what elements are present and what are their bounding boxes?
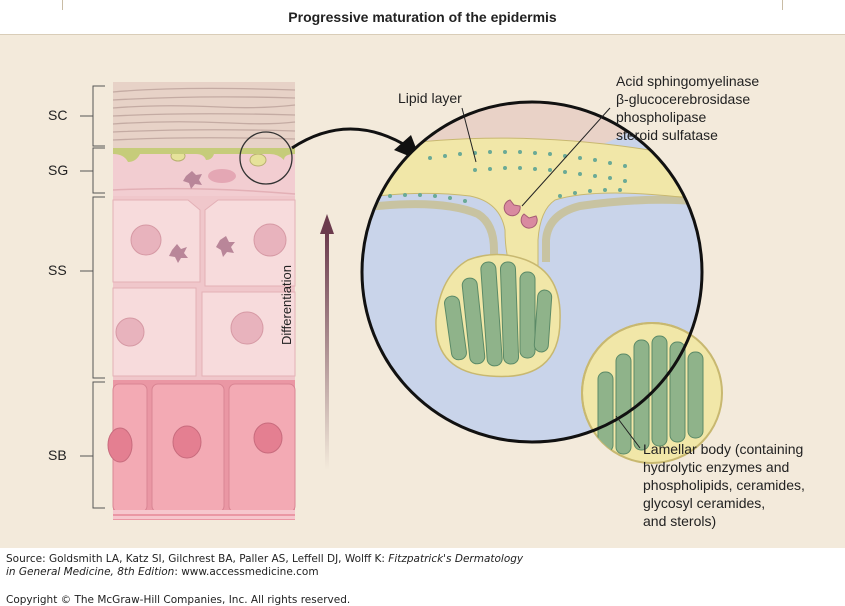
lamellar-line: hydrolytic enzymes and bbox=[643, 459, 790, 475]
source-edition: in General Medicine, 8th Edition bbox=[6, 566, 175, 578]
arrowhead bbox=[320, 214, 334, 234]
title-tick bbox=[782, 0, 783, 10]
title-bar: Progressive maturation of the epidermis bbox=[0, 0, 845, 35]
epidermis-column bbox=[107, 82, 296, 520]
lipid-interface bbox=[113, 146, 295, 162]
source-line-2: in General Medicine, 8th Edition: www.ac… bbox=[6, 566, 319, 578]
differentiation-label: Differentiation bbox=[279, 265, 294, 345]
leader-lines bbox=[461, 107, 641, 449]
enzyme-label: β-glucocerebrosidase bbox=[616, 91, 751, 107]
enzyme bbox=[503, 199, 521, 217]
figure-panel: Progressive maturation of the epidermis bbox=[0, 0, 845, 548]
layer-label-ss: SS bbox=[48, 262, 67, 278]
magnified-circle-outline bbox=[360, 100, 704, 444]
enzyme-list: Acid sphingomyelinase β-glucocerebrosida… bbox=[616, 72, 759, 144]
lamellar-line: glycosyl ceramides, bbox=[643, 495, 766, 511]
copyright: Copyright © The McGraw-Hill Companies, I… bbox=[6, 594, 351, 606]
layer-label-sg: SG bbox=[48, 162, 69, 178]
langerhans-cell bbox=[169, 244, 188, 263]
layer-label-sb: SB bbox=[48, 447, 67, 463]
enzyme-label: phospholipase bbox=[616, 109, 707, 125]
source-line-1: Source: Goldsmith LA, Katz SI, Gilchrest… bbox=[6, 553, 523, 565]
layer-label-sc: SC bbox=[48, 107, 68, 123]
source-prefix: Source: Goldsmith LA, Katz SI, Gilchrest… bbox=[6, 553, 389, 565]
lamellar-line: and sterols) bbox=[643, 513, 717, 529]
enzyme-label: Acid sphingomyelinase bbox=[616, 73, 760, 89]
nucleus bbox=[253, 422, 283, 454]
source-title: Fitzpatrick's Dermatology bbox=[388, 553, 524, 565]
figure-title: Progressive maturation of the epidermis bbox=[288, 9, 557, 25]
nucleus bbox=[208, 169, 236, 183]
langerhans-cell bbox=[216, 236, 235, 257]
magnified-view bbox=[362, 102, 702, 442]
epidermis-illustration bbox=[80, 82, 723, 520]
lipid-layer-label: Lipid layer bbox=[398, 90, 462, 106]
magnify-circle bbox=[239, 131, 293, 185]
lamellar-line: Lamellar body (containing bbox=[643, 441, 804, 457]
lamellar-body-label: Lamellar body (containing hydrolytic enz… bbox=[643, 440, 805, 530]
nucleus bbox=[172, 425, 202, 459]
nucleus bbox=[230, 311, 264, 345]
magnification-arrow bbox=[291, 127, 411, 150]
nucleus bbox=[115, 317, 145, 347]
source-url: : www.accessmedicine.com bbox=[174, 566, 319, 578]
nucleus bbox=[107, 427, 133, 463]
differentiation-arrow bbox=[325, 232, 329, 470]
lamellar-line: phospholipids, ceramides, bbox=[643, 477, 805, 493]
title-tick bbox=[62, 0, 63, 10]
nucleus bbox=[130, 224, 162, 256]
nucleus bbox=[253, 223, 287, 257]
langerhans-cell bbox=[183, 171, 202, 189]
enzyme bbox=[520, 213, 538, 229]
layer-brackets bbox=[80, 85, 105, 509]
enzyme-label: steroid sulfatase bbox=[616, 127, 718, 143]
